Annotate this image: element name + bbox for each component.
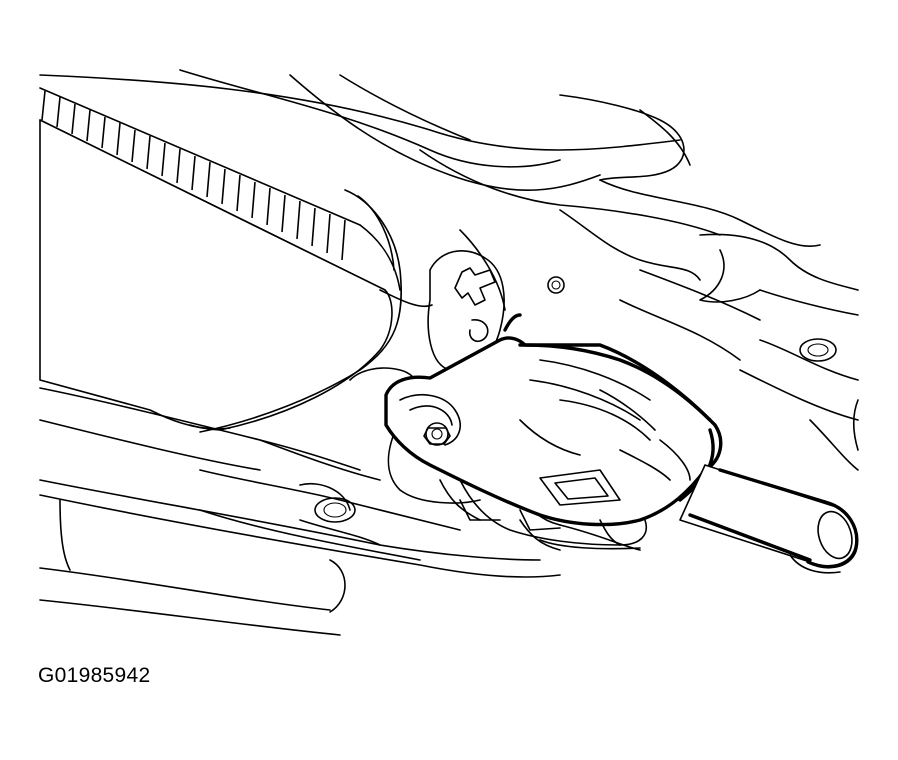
tail-pipe xyxy=(679,464,859,574)
cross-member xyxy=(39,119,402,433)
catalytic-converter xyxy=(384,313,723,527)
floor-panel-outlines xyxy=(39,69,859,471)
upper-bolt xyxy=(547,276,565,294)
flange-bolt xyxy=(423,422,451,446)
frame-rail-hatching xyxy=(41,90,346,261)
figure-code: G01985942 xyxy=(38,664,151,687)
heat-insulator xyxy=(459,479,647,551)
lower-body-outlines xyxy=(39,387,641,636)
exhaust-system-illustration xyxy=(39,69,859,636)
exhaust-hanger xyxy=(349,229,506,406)
